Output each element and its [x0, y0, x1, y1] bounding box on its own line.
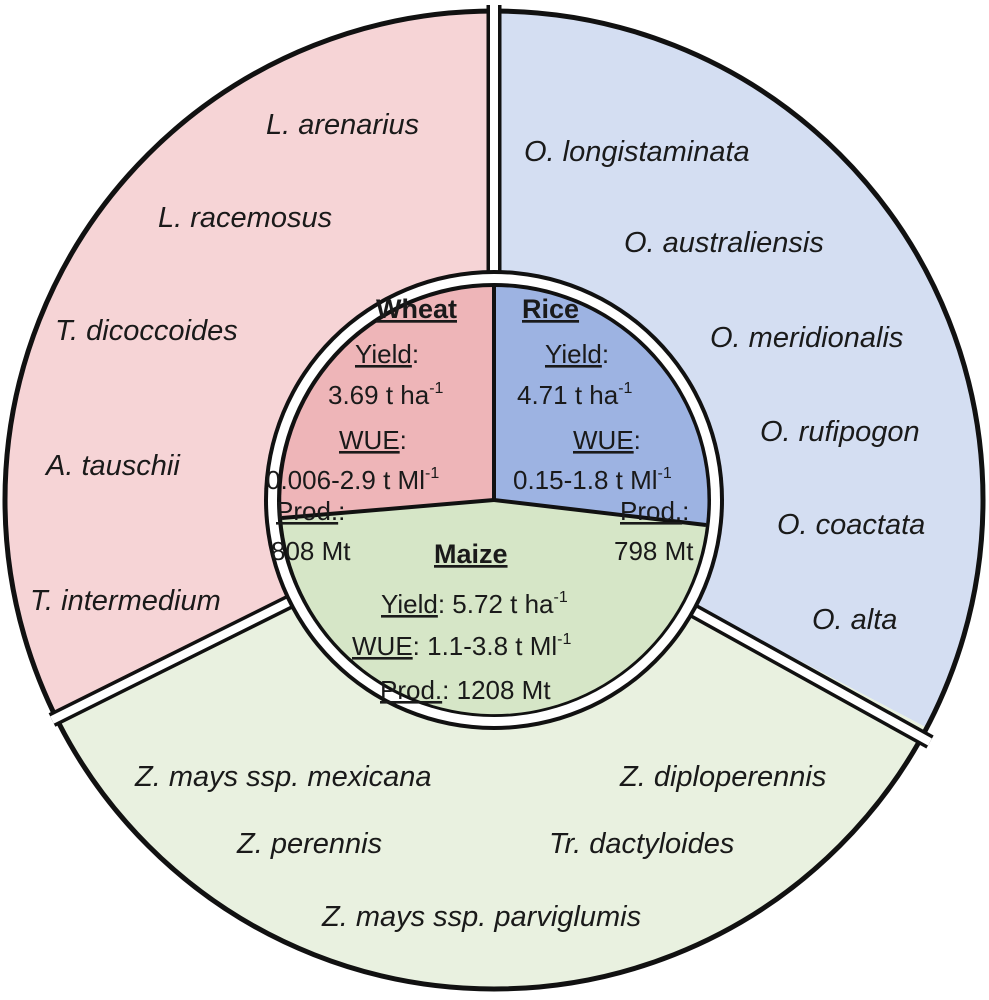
rice-prod-label: Prod.: [620, 496, 682, 526]
svg-text:0.15-1.8 t Ml-1: 0.15-1.8 t Ml-1: [513, 465, 672, 495]
wheat-yield-label: Yield: [355, 339, 412, 369]
rice-species-3: O. meridionalis: [710, 322, 903, 354]
svg-text:Yield:: Yield:: [545, 339, 609, 369]
svg-text:4.71 t ha-1: 4.71 t ha-1: [517, 380, 633, 410]
rice-species-4: O. rufipogon: [760, 416, 920, 448]
maize-inner-sector: [282, 500, 706, 715]
maize-title: Maize: [434, 539, 508, 569]
rice-wue-value: 0.15-1.8 t Ml: [513, 465, 658, 495]
maize-species-3: Z. perennis: [236, 828, 382, 860]
rice-stats: Rice Yield: 4.71 t ha-1 WUE: 0.15-1.8 t …: [513, 294, 694, 566]
wheat-species-3: T. dicoccoides: [55, 315, 238, 347]
maize-species-5: Z. mays ssp. parviglumis: [321, 901, 641, 933]
wheat-species-2: L. racemosus: [158, 202, 332, 234]
svg-text:WUE:: WUE:: [573, 425, 641, 455]
rice-wue-label: WUE: [573, 425, 634, 455]
maize-prod-value: : 1208 Mt: [442, 675, 551, 705]
wheat-prod-value: 808 Mt: [271, 536, 351, 566]
wheat-species-list: L. arenarius L. racemosus T. dicoccoides…: [30, 109, 419, 617]
maize-species-1: Z. mays ssp. mexicana: [134, 761, 432, 793]
maize-species-4: Tr. dactyloides: [549, 828, 734, 860]
svg-text:0.006-2.9 t Ml-1: 0.006-2.9 t Ml-1: [266, 465, 439, 495]
svg-text:Prod.: 1208 Mt: Prod.: 1208 Mt: [380, 675, 551, 705]
rice-species-list: O. longistaminata O. australiensis O. me…: [524, 136, 925, 636]
svg-text:Yield:: Yield:: [355, 339, 419, 369]
wheat-wue-label: WUE: [339, 425, 400, 455]
maize-stats: Maize Yield: 5.72 t ha-1 WUE: 1.1-3.8 t …: [352, 539, 572, 705]
rice-species-6: O. alta: [812, 604, 897, 636]
rice-species-1: O. longistaminata: [524, 136, 750, 168]
maize-wue-value: : 1.1-3.8 t Ml: [413, 631, 558, 661]
rice-yield-value: 4.71 t ha: [517, 380, 619, 410]
inner-dividers: [281, 287, 707, 527]
svg-text:WUE:: WUE:: [339, 425, 407, 455]
rice-yield-label: Yield: [545, 339, 602, 369]
wheat-species-4: A. tauschii: [44, 450, 181, 482]
rice-inner-sector: [494, 286, 708, 525]
wheat-inner-sector: [281, 287, 494, 518]
rice-title: Rice: [522, 294, 579, 324]
svg-text:Prod.:: Prod.:: [620, 496, 689, 526]
svg-text:Yield: 5.72 t ha-1: Yield: 5.72 t ha-1: [381, 589, 568, 619]
rice-prod-value: 798 Mt: [614, 536, 694, 566]
rice-species-5: O. coactata: [777, 509, 925, 541]
wheat-species-5: T. intermedium: [30, 585, 221, 617]
svg-text:Prod.:: Prod.:: [276, 496, 345, 526]
wheat-wue-value: 0.006-2.9 t Ml: [266, 465, 425, 495]
maize-yield-value: : 5.72 t ha: [438, 589, 554, 619]
maize-yield-label: Yield: [381, 589, 438, 619]
wheat-yield-value: 3.69 t ha: [328, 380, 430, 410]
svg-text:WUE: 1.1-3.8 t Ml-1: WUE: 1.1-3.8 t Ml-1: [352, 631, 572, 661]
maize-wue-label: WUE: [352, 631, 413, 661]
maize-prod-label: Prod.: [380, 675, 442, 705]
wheat-prod-label: Prod.: [276, 496, 338, 526]
wheat-title: Wheat: [376, 294, 457, 324]
maize-species-2: Z. diploperennis: [619, 761, 826, 793]
maize-species-list: Z. mays ssp. mexicana Z. diploperennis Z…: [134, 761, 826, 933]
rice-species-2: O. australiensis: [624, 227, 824, 259]
wheat-stats: Wheat Yield: 3.69 t ha-1 WUE: 0.006-2.9 …: [266, 294, 457, 566]
wheat-species-1: L. arenarius: [266, 109, 419, 141]
svg-text:3.69 t ha-1: 3.69 t ha-1: [328, 380, 444, 410]
